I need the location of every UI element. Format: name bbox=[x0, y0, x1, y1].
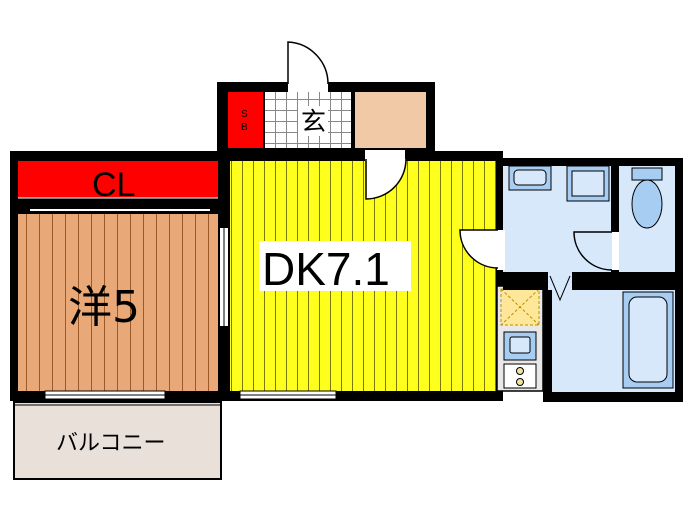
toilet bbox=[631, 179, 663, 229]
entrance-door bbox=[365, 158, 407, 200]
western-room-label: 洋5 bbox=[68, 282, 140, 333]
shoe-box bbox=[228, 92, 263, 148]
front-door-opening bbox=[288, 82, 328, 92]
balcony-label: バルコニー bbox=[56, 431, 166, 456]
storage bbox=[355, 92, 426, 148]
closet bbox=[18, 161, 218, 198]
entrance-label: 玄 bbox=[301, 107, 326, 136]
window-dk-balcony bbox=[239, 390, 337, 400]
dk-label: DK7.1 bbox=[262, 243, 390, 295]
balcony bbox=[13, 401, 222, 480]
window-western-balcony bbox=[44, 390, 166, 400]
front-door bbox=[287, 41, 329, 85]
shoe-box-label-bottom: B bbox=[241, 122, 248, 133]
washroom-door bbox=[459, 229, 499, 269]
shoe-box-label-top: S bbox=[241, 109, 248, 120]
dk-label-background bbox=[259, 241, 411, 291]
closet-label: CL bbox=[92, 166, 135, 204]
entrance-label-background bbox=[298, 106, 328, 136]
western-room bbox=[18, 214, 218, 391]
bathroom-door bbox=[549, 275, 571, 302]
toilet-door bbox=[573, 231, 613, 271]
